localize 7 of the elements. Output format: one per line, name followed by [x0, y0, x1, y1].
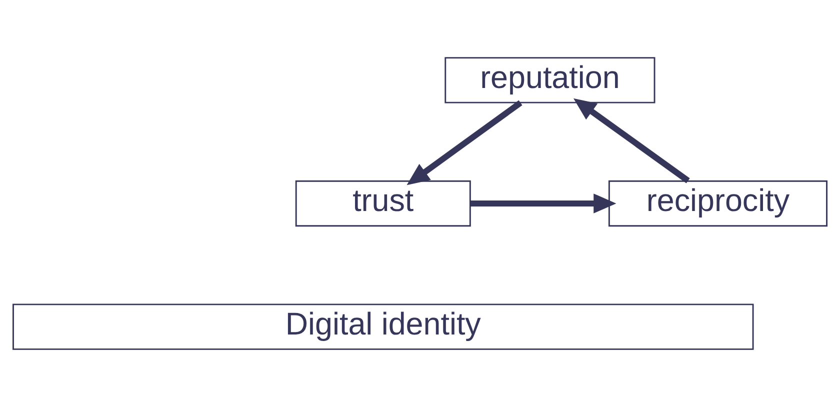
node-box: trust — [295, 180, 471, 226]
node-box: reputation — [444, 56, 656, 103]
arrow — [470, 193, 616, 213]
node-box: reciprocity — [608, 180, 828, 226]
arrow — [406, 100, 522, 185]
node-box: Digital identity — [12, 303, 754, 350]
arrow — [573, 98, 690, 183]
